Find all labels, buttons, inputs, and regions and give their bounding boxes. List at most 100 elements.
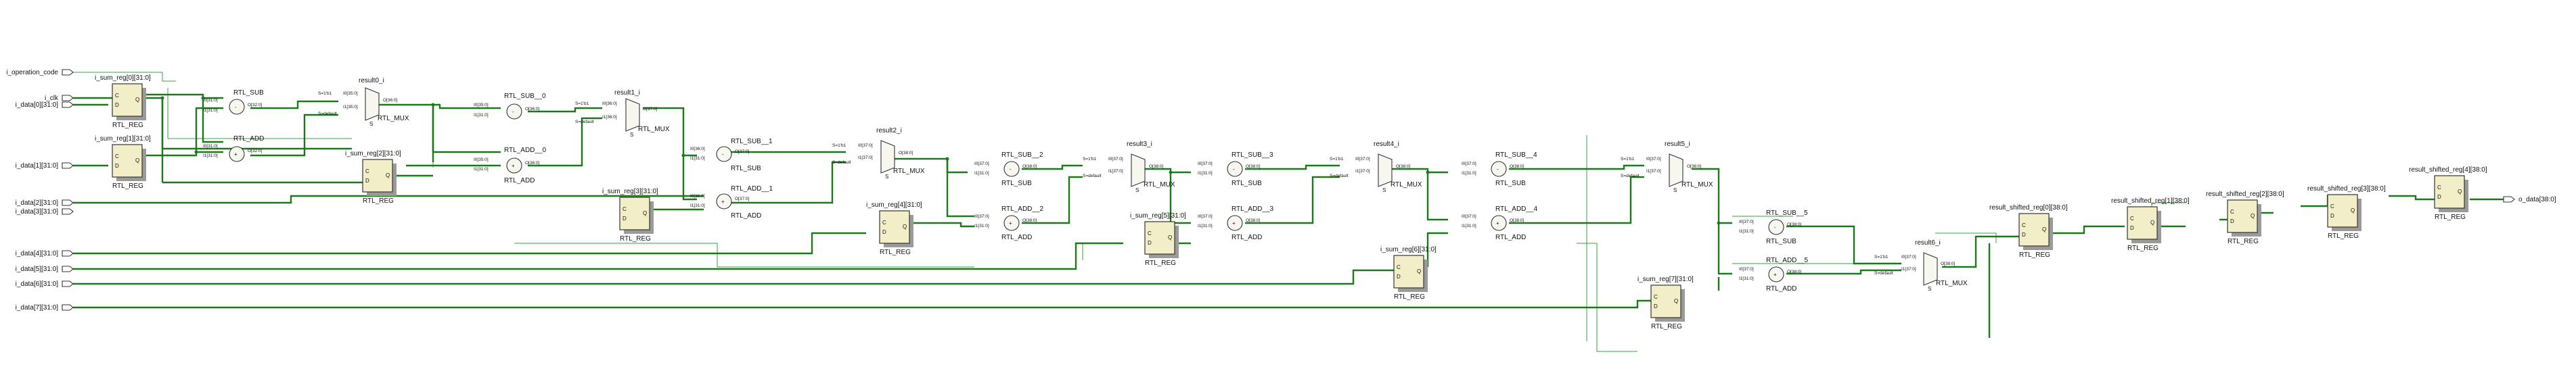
svg-text:RTL_ADD: RTL_ADD <box>233 135 264 143</box>
svg-text:Q: Q <box>386 172 390 178</box>
svg-text:I1[37:0]: I1[37:0] <box>858 155 873 160</box>
svg-text:S=default: S=default <box>1621 174 1640 178</box>
result-shifted-reg-4: result_shifted_reg[4][38:0] C D Q RTL_RE… <box>2409 166 2487 221</box>
svg-text:RTL_ADD: RTL_ADD <box>731 212 761 220</box>
rtl-sub-2: RTL_SUB__2 I0[37:0] I1[31:0] - O[38:0] R… <box>974 151 1043 187</box>
svg-text:S: S <box>1135 187 1139 193</box>
svg-text:RTL_SUB__1: RTL_SUB__1 <box>731 138 773 145</box>
svg-text:RTL_REG: RTL_REG <box>1394 293 1425 301</box>
svg-text:+: + <box>234 151 238 157</box>
svg-text:RTL_MUX: RTL_MUX <box>1391 181 1422 189</box>
svg-text:S=1'b1: S=1'b1 <box>1083 157 1097 162</box>
svg-text:-: - <box>512 109 514 115</box>
svg-text:RTL_ADD__1: RTL_ADD__1 <box>731 185 773 193</box>
svg-text:i_sum_reg[2][31:0]: i_sum_reg[2][31:0] <box>345 150 401 157</box>
svg-text:I1[36:0]: I1[36:0] <box>602 115 617 120</box>
svg-text:I1[37:0]: I1[37:0] <box>1901 267 1916 272</box>
svg-text:-: - <box>1233 166 1235 172</box>
rtl-sub-5: RTL_SUB__5 I0[37:0] I1[31:0] - O[38:0] R… <box>1739 209 1808 245</box>
svg-text:I1[31:0]: I1[31:0] <box>474 113 489 118</box>
svg-text:I0[37:0]: I0[37:0] <box>1198 214 1213 219</box>
svg-text:RTL_SUB: RTL_SUB <box>1766 238 1797 245</box>
svg-text:i_sum_reg[7][31:0]: i_sum_reg[7][31:0] <box>1637 276 1694 283</box>
svg-text:S=default: S=default <box>1874 271 1893 276</box>
svg-text:RTL_MUX: RTL_MUX <box>1681 181 1713 189</box>
svg-text:S=default: S=default <box>1083 174 1102 178</box>
svg-text:D: D <box>1148 240 1152 246</box>
svg-text:i_clk: i_clk <box>45 95 59 102</box>
svg-text:D: D <box>882 229 886 235</box>
svg-text:RTL_SUB: RTL_SUB <box>1495 180 1526 187</box>
svg-text:Q: Q <box>1674 298 1678 304</box>
svg-text:O[37:0]: O[37:0] <box>735 197 750 201</box>
svg-text:C: C <box>2330 203 2334 209</box>
svg-text:O[36:0]: O[36:0] <box>525 161 540 166</box>
mux-result2: result2_i S=1'b1 S=default I0[37:0] I1[3… <box>832 127 925 180</box>
sum-reg-0: i_sum_reg[0][31:0] C D Q RTL_REG <box>95 74 151 129</box>
svg-text:RTL_REG: RTL_REG <box>112 122 143 129</box>
svg-text:i_data[1][31:0]: i_data[1][31:0] <box>16 162 59 170</box>
sum-reg-2: i_sum_reg[2][31:0] C D Q RTL_REG <box>345 150 401 205</box>
sum-reg-3: i_sum_reg[3][31:0] C D Q RTL_REG <box>602 188 658 243</box>
svg-text:I0[37:0]: I0[37:0] <box>1739 267 1754 272</box>
mux-result1: result1_i S=1'b1 S=default I0[36:0] I1[3… <box>575 89 670 138</box>
svg-text:RTL_REG: RTL_REG <box>620 235 651 243</box>
svg-text:RTL_MUX: RTL_MUX <box>378 115 409 122</box>
svg-text:i_operation_code: i_operation_code <box>6 69 58 76</box>
result-shifted-reg-1: result_shifted_reg[1][38:0] C D Q RTL_RE… <box>2111 197 2190 252</box>
svg-text:I0[37:0]: I0[37:0] <box>858 143 873 148</box>
svg-text:S: S <box>1382 187 1386 193</box>
svg-text:RTL_SUB__2: RTL_SUB__2 <box>1001 151 1043 159</box>
svg-text:Q: Q <box>2042 226 2046 232</box>
svg-text:-: - <box>1774 224 1776 230</box>
svg-text:RTL_ADD__3: RTL_ADD__3 <box>1231 205 1274 213</box>
svg-text:i_data[2][31:0]: i_data[2][31:0] <box>16 199 59 207</box>
svg-text:O[38:0]: O[38:0] <box>1246 164 1261 169</box>
svg-text:I1[31:0]: I1[31:0] <box>1739 276 1754 281</box>
rtl-add-1: RTL_ADD__1 I0[36:0] I1[31:0] + O[37:0] R… <box>690 185 773 220</box>
svg-text:D: D <box>2022 232 2026 238</box>
rtl-sub: RTL_SUB I0[31:0] I1[31:0] - O[32:0] <box>203 89 264 115</box>
svg-text:S: S <box>369 121 373 127</box>
svg-text:S=1'b1: S=1'b1 <box>575 101 589 106</box>
rtl-add-4: RTL_ADD__4 I0[37:0] I1[31:0] + O[38:0] R… <box>1462 205 1538 241</box>
svg-text:D: D <box>2330 213 2334 219</box>
svg-text:i_data[3][31:0]: i_data[3][31:0] <box>16 208 59 216</box>
svg-text:I0[37:0]: I0[37:0] <box>974 162 989 166</box>
svg-text:I0[35:0]: I0[35:0] <box>474 103 489 107</box>
svg-text:I1[31:0]: I1[31:0] <box>203 108 218 113</box>
svg-text:I0[36:0]: I0[36:0] <box>602 101 617 106</box>
svg-text:RTL_SUB: RTL_SUB <box>233 89 264 97</box>
rtl-add-0: RTL_ADD__0 I0[35:0] I1[31:0] + O[36:0] R… <box>474 147 547 184</box>
arithmetic-ops: RTL_SUB I0[31:0] I1[31:0] - O[32:0] RTL_… <box>203 89 1809 293</box>
svg-text:RTL_REG: RTL_REG <box>112 182 143 190</box>
svg-text:O[36:0]: O[36:0] <box>525 107 540 112</box>
svg-text:C: C <box>2437 184 2441 191</box>
svg-text:result3_i: result3_i <box>1127 141 1152 148</box>
svg-text:D: D <box>115 102 119 108</box>
svg-text:C: C <box>1397 264 1401 270</box>
sum-reg-4: i_sum_reg[4][31:0] C D Q RTL_REG <box>866 201 922 256</box>
svg-text:O[38:0]: O[38:0] <box>1396 164 1411 169</box>
svg-text:RTL_ADD: RTL_ADD <box>1231 234 1262 241</box>
svg-text:RTL_SUB: RTL_SUB <box>731 165 761 172</box>
svg-text:O[38:0]: O[38:0] <box>1022 218 1037 223</box>
svg-text:result6_i: result6_i <box>1915 239 1941 247</box>
svg-text:RTL_MUX: RTL_MUX <box>893 168 925 175</box>
svg-text:RTL_REG: RTL_REG <box>2435 214 2466 221</box>
svg-text:-: - <box>235 104 237 110</box>
svg-text:RTL_ADD__2: RTL_ADD__2 <box>1001 205 1044 213</box>
svg-text:Q: Q <box>2150 220 2154 226</box>
rtl-add-3: RTL_ADD__3 I0[37:0] I1[31:0] + O[38:0] R… <box>1198 205 1274 241</box>
svg-text:i_data[6][31:0]: i_data[6][31:0] <box>16 280 59 288</box>
sum-reg-6: i_sum_reg[6][31:0] C D Q RTL_REG <box>1380 246 1437 301</box>
svg-text:RTL_ADD: RTL_ADD <box>1001 234 1032 241</box>
svg-text:I0[37:0]: I0[37:0] <box>974 214 989 219</box>
svg-text:C: C <box>2230 209 2234 215</box>
svg-text:I1[31:0]: I1[31:0] <box>1462 171 1476 176</box>
svg-text:D: D <box>1654 303 1658 310</box>
multiplexers: result0_i S=1'b1 S=default I0[35:0] I1[3… <box>318 77 1968 292</box>
svg-text:C: C <box>1148 230 1152 237</box>
svg-text:C: C <box>623 206 627 212</box>
port-i-data-5: i_data[5][31:0] <box>16 266 74 273</box>
